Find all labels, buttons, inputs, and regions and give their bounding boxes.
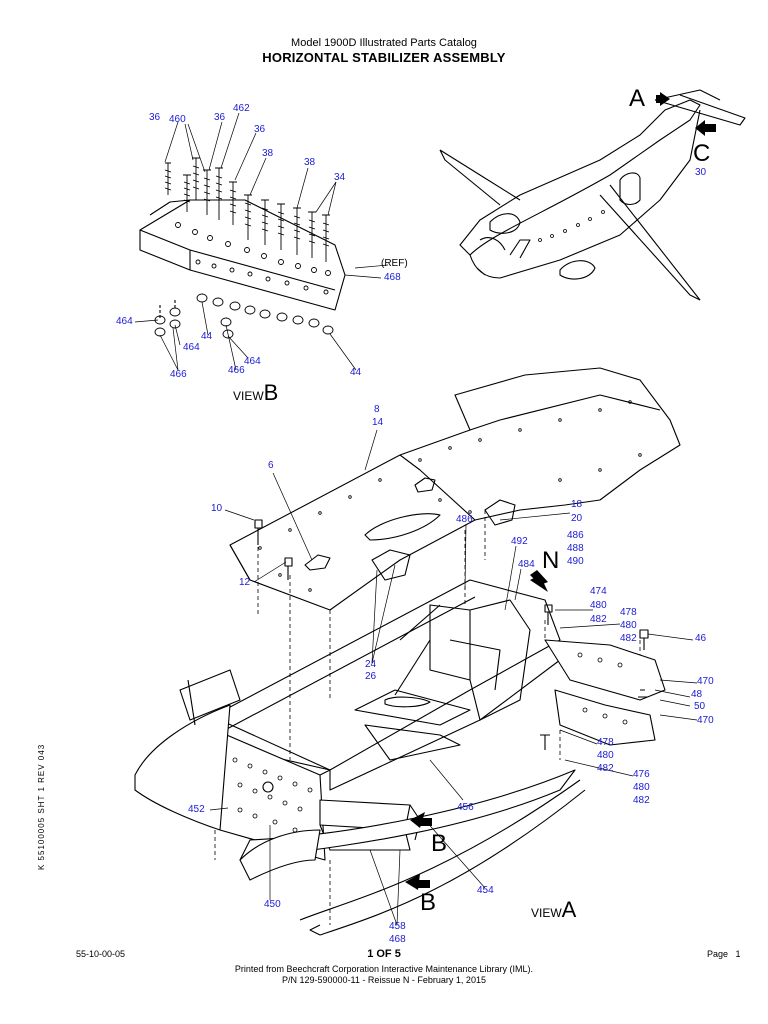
print-footer: Printed from Beechcraft Corporation Inte…: [0, 964, 768, 986]
callout-492: 492: [511, 536, 528, 547]
callout-482: 482: [590, 614, 607, 625]
callout-468: 468: [384, 272, 401, 283]
view-a-label: VIEWA: [531, 897, 576, 923]
drawing-id-vertical: K 55100005 SHT 1 REV 043: [37, 743, 46, 870]
callout-452: 452: [188, 804, 205, 815]
callout-476: 476: [633, 769, 650, 780]
callout-468: 468: [389, 934, 406, 945]
callout-460: 460: [169, 114, 186, 125]
callout-484: 484: [518, 559, 535, 570]
callout-480: 480: [590, 600, 607, 611]
callout-34: 34: [334, 172, 346, 183]
arrow-letter-b: B: [420, 889, 437, 916]
part-number-reissue: P/N 129-590000-11 - Reissue N - February…: [282, 975, 486, 985]
view-word: VIEW: [531, 906, 562, 920]
callout-36: 36: [254, 124, 266, 135]
callout-454: 454: [477, 885, 494, 896]
callout-478: 478: [620, 607, 637, 618]
callout-466: 466: [170, 369, 187, 380]
callout-470: 470: [697, 676, 714, 687]
callout-464: 464: [183, 342, 200, 353]
callout-456: 456: [457, 802, 474, 813]
callout-48: 48: [691, 689, 703, 700]
callout-486: 486: [567, 530, 584, 541]
callout-480: 480: [620, 620, 637, 631]
print-source: Printed from Beechcraft Corporation Inte…: [234, 964, 534, 974]
callout-24: 24: [365, 659, 377, 670]
view-arrows: [405, 92, 716, 890]
callout-ref: (REF): [381, 258, 408, 269]
callout-30: 30: [695, 167, 707, 178]
sheet-number: 1 OF 5: [367, 948, 401, 960]
callout-480: 480: [597, 750, 614, 761]
callout-50: 50: [694, 701, 706, 712]
main-assembly-drawing: [134, 367, 681, 936]
callout-474: 474: [590, 586, 607, 597]
callout-38: 38: [304, 157, 316, 168]
arrow-letter-a: A: [629, 85, 646, 112]
leader-lines: [134, 112, 698, 926]
callout-488: 488: [567, 543, 584, 554]
callout-482: 482: [620, 633, 637, 644]
callout-470: 470: [697, 715, 714, 726]
view-word: VIEW: [233, 389, 264, 403]
page-number: Page 1: [707, 949, 741, 959]
airplane-drawing: [439, 89, 746, 301]
callout-486: 486: [456, 514, 473, 525]
callout-464: 464: [116, 316, 133, 327]
view-b-label: VIEWB: [233, 380, 278, 406]
callout-18: 18: [571, 499, 583, 510]
callout-478: 478: [597, 737, 614, 748]
view-letter: B: [263, 380, 279, 405]
callout-6: 6: [268, 460, 274, 471]
callout-482: 482: [633, 795, 650, 806]
callout-36: 36: [149, 112, 161, 123]
arrow-letter-n: N: [542, 547, 560, 574]
callout-450: 450: [264, 899, 281, 910]
catalog-subtitle: Model 1900D Illustrated Parts Catalog: [291, 37, 477, 49]
callout-46: 46: [695, 633, 707, 644]
callout-38: 38: [262, 148, 274, 159]
callout-482: 482: [597, 763, 614, 774]
callout-14: 14: [372, 417, 384, 428]
arrow-letter-b: B: [431, 830, 448, 857]
callout-464: 464: [244, 356, 261, 367]
callout-8: 8: [374, 404, 380, 415]
callout-44: 44: [350, 367, 362, 378]
callout-20: 20: [571, 513, 583, 524]
callout-12: 12: [239, 577, 251, 588]
callout-458: 458: [389, 921, 406, 932]
callout-36: 36: [214, 112, 226, 123]
callout-44: 44: [201, 331, 213, 342]
document-number: 55-10-00-05: [76, 949, 126, 959]
view-b-drawing: [139, 157, 346, 339]
callout-10: 10: [211, 503, 223, 514]
arrow-letter-c: C: [693, 140, 711, 167]
callout-462: 462: [233, 103, 250, 114]
callout-490: 490: [567, 556, 584, 567]
callout-480: 480: [633, 782, 650, 793]
page-title: HORIZONTAL STABILIZER ASSEMBLY: [262, 50, 506, 65]
view-letter: A: [561, 897, 577, 922]
callout-466: 466: [228, 365, 245, 376]
callout-26: 26: [365, 671, 377, 682]
